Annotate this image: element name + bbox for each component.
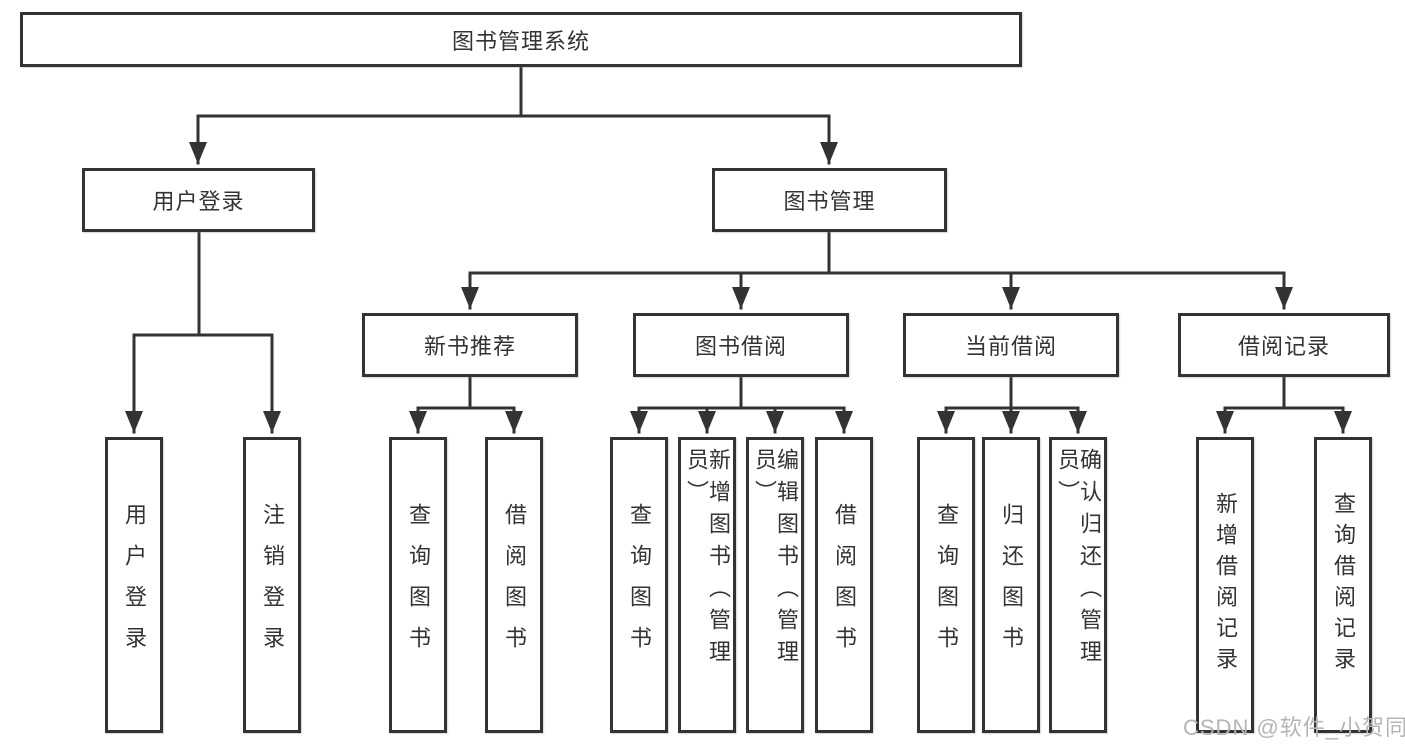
node-leaf-return-books: 归还图书 (982, 437, 1040, 733)
node-leaf-borrow-books: 借阅图书 (815, 437, 873, 733)
connector-book-borrow-children (630, 375, 853, 434)
node-leaf-borrow-books-recommend: 借阅图书 (485, 437, 543, 733)
node-book-borrow: 图书借阅 (633, 313, 849, 377)
node-leaf-query-borrow-record: 查询借阅记录 (1314, 437, 1372, 733)
node-library-management-system: 图书管理系统 (20, 12, 1022, 67)
connector-new-book-recommend-children (409, 375, 523, 434)
connector-book-management-children (461, 230, 1293, 310)
connector-current-borrow-children (937, 375, 1087, 434)
node-book-management: 图书管理 (712, 168, 947, 232)
csdn-watermark: CSDN @软件_小贺同学 (1183, 715, 1405, 740)
node-leaf-add-books-admin: 新增图书（管理员） (678, 437, 736, 733)
connector-user-login-children (125, 230, 281, 434)
connector-root-to-level2 (189, 65, 838, 165)
node-user-login: 用户登录 (82, 168, 315, 232)
node-borrow-records: 借阅记录 (1178, 313, 1390, 377)
node-leaf-query-books-current: 查询图书 (917, 437, 975, 733)
node-leaf-logout: 注销登录 (243, 437, 301, 733)
node-leaf-add-borrow-record: 新增借阅记录 (1196, 437, 1254, 733)
node-leaf-confirm-return-admin: 确认归还（管理员） (1049, 437, 1107, 733)
node-leaf-query-books-borrow: 查询图书 (610, 437, 668, 733)
connector-borrow-records-children (1216, 375, 1352, 434)
node-leaf-user-login: 用户登录 (105, 437, 163, 733)
node-new-book-recommend: 新书推荐 (362, 313, 578, 377)
node-leaf-query-books-recommend: 查询图书 (389, 437, 447, 733)
node-leaf-edit-books-admin: 编辑图书（管理员） (746, 437, 804, 733)
node-current-borrow: 当前借阅 (903, 313, 1119, 377)
